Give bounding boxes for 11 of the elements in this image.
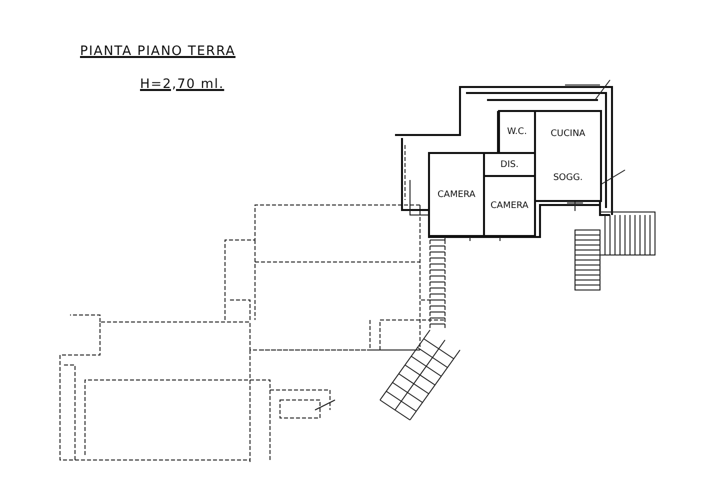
room-label: CAMERA [438, 190, 476, 200]
room-label: SOGG. [553, 173, 583, 183]
plan-title: PIANTA PIANO TERRA [80, 44, 236, 59]
room-label: CAMERA [490, 201, 528, 211]
room [534, 110, 602, 202]
room [428, 152, 485, 237]
room-label: W.C. [507, 127, 527, 137]
height-note: H=2,70 ml. [140, 77, 224, 92]
room-label: CUCINA [550, 129, 586, 139]
room [498, 110, 536, 154]
room-label: DIS. [500, 160, 519, 170]
